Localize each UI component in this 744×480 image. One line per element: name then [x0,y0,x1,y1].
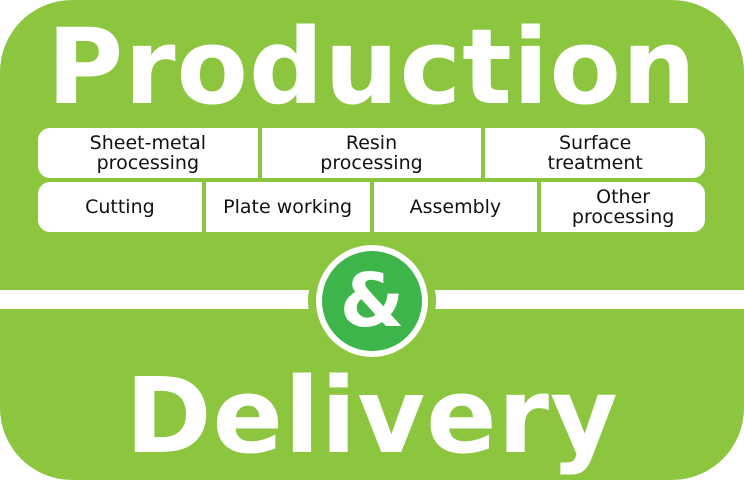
cell-other: Other processing [541,182,705,232]
cell-surface: Surface treatment [485,128,706,178]
cell-label: Resin processing [320,132,423,174]
process-row-1: Sheet-metal processing Resin processing … [38,128,706,178]
cell-label: Sheet-metal processing [89,132,207,174]
cell-resin: Resin processing [261,128,482,178]
cell-label: Cutting [85,196,155,218]
cell-label: Surface treatment [547,132,643,174]
title-delivery: Delivery [125,355,619,477]
title-production: Production [47,6,697,128]
ampersand-icon: & [322,251,422,351]
cell-label: Assembly [409,196,502,218]
cell-assembly: Assembly [373,182,538,232]
process-row-2: Cutting Plate working Assembly Other pro… [38,182,705,232]
ampersand-ring: & [316,245,428,357]
cell-sheet-metal: Sheet-metal processing [38,128,258,178]
cell-plate-working: Plate working [205,182,370,232]
cell-label: Other processing [571,186,675,228]
cell-cutting: Cutting [38,182,202,232]
cell-label: Plate working [223,196,353,218]
ampersand-badge: & [308,237,436,365]
